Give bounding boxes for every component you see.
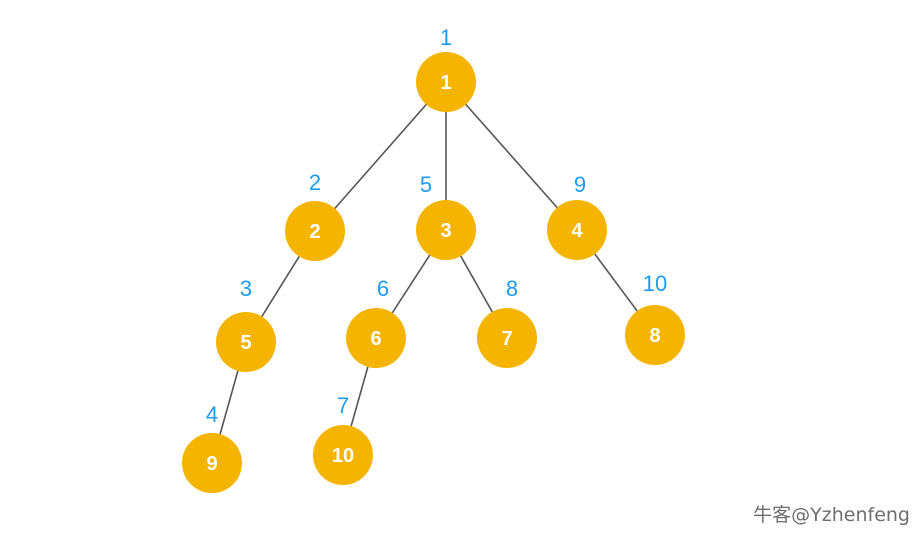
tree-node-2: 2	[285, 201, 345, 261]
tree-node-7: 7	[477, 308, 537, 368]
tree-node-4: 4	[547, 200, 607, 260]
node-circle	[477, 308, 537, 368]
node-circle	[182, 433, 242, 493]
tree-node-8: 8	[625, 305, 685, 365]
node-label: 7	[501, 328, 512, 350]
edge-1-4	[445, 81, 578, 231]
tree-node-6: 6	[346, 308, 406, 368]
order-labels-layer: 1 2 5 9 3 6 8 10 4 7	[206, 25, 667, 427]
tree-node-9: 9	[182, 433, 242, 493]
tree-node-1: 1	[416, 52, 476, 112]
node-circle	[416, 52, 476, 112]
node-circle	[625, 305, 685, 365]
visit-order-label-5: 3	[240, 276, 252, 301]
node-circle	[216, 312, 276, 372]
visit-order-label-1: 1	[440, 25, 452, 50]
node-label: 8	[649, 325, 660, 347]
node-circle	[285, 201, 345, 261]
node-circle	[547, 200, 607, 260]
tree-node-3: 3	[416, 200, 476, 260]
node-label: 6	[370, 328, 381, 350]
node-label: 3	[440, 220, 451, 242]
visit-order-label-4: 9	[574, 172, 586, 197]
tree-node-5: 5	[216, 312, 276, 372]
nodes-layer: 1 2 3 4 5 6 7 8 9 10	[182, 52, 685, 493]
visit-order-label-6: 6	[377, 276, 389, 301]
watermark: 牛客@Yzhenfeng	[753, 504, 910, 526]
visit-order-label-7: 8	[506, 276, 518, 301]
visit-order-label-10: 7	[337, 393, 349, 418]
edges-layer	[211, 81, 656, 464]
edge-1-2	[314, 81, 447, 232]
node-label: 2	[309, 221, 320, 243]
tree-node-10: 10	[313, 425, 373, 485]
node-circle	[416, 200, 476, 260]
node-circle	[313, 425, 373, 485]
visit-order-label-8: 10	[643, 271, 667, 296]
node-label: 10	[332, 445, 354, 467]
visit-order-label-2: 2	[309, 170, 321, 195]
visit-order-label-3: 5	[420, 172, 432, 197]
node-label: 5	[240, 332, 251, 354]
node-label: 1	[440, 72, 451, 94]
node-circle	[346, 308, 406, 368]
node-label: 9	[206, 453, 217, 475]
visit-order-label-9: 4	[206, 402, 218, 427]
node-label: 4	[571, 220, 583, 242]
